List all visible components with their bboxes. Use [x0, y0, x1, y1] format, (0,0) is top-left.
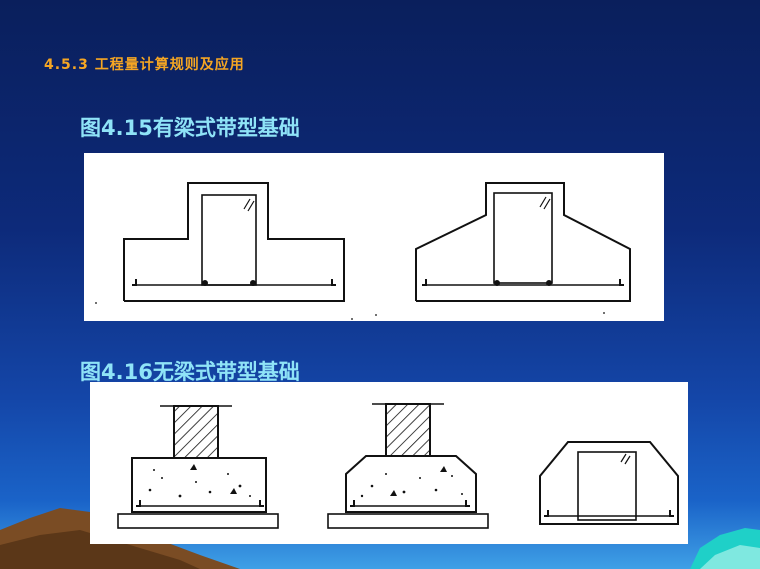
figure-caption-4-16: 图4.16无梁式带型基础	[80, 360, 300, 384]
scan-specks	[95, 302, 605, 320]
beamless-foundation-rectangular	[117, 405, 279, 529]
beam-foundation-trapezoid	[415, 182, 631, 302]
figure-caption-4-15: 图4.15有梁式带型基础	[80, 116, 300, 140]
section-title: 4.5.3 工程量计算规则及应用	[44, 57, 245, 73]
aggregate-speckles	[148, 464, 463, 498]
figure-4-15-drawing	[84, 153, 664, 321]
beamless-foundation-trapezoid	[327, 403, 489, 529]
beam-strip-foundation-drawings	[95, 182, 631, 320]
beam-foundation-rectangular	[123, 182, 345, 302]
figure-4-16-drawing	[90, 382, 688, 544]
beamless-foundation-reinforced	[539, 441, 679, 525]
beamless-strip-foundation-drawings	[117, 403, 679, 529]
